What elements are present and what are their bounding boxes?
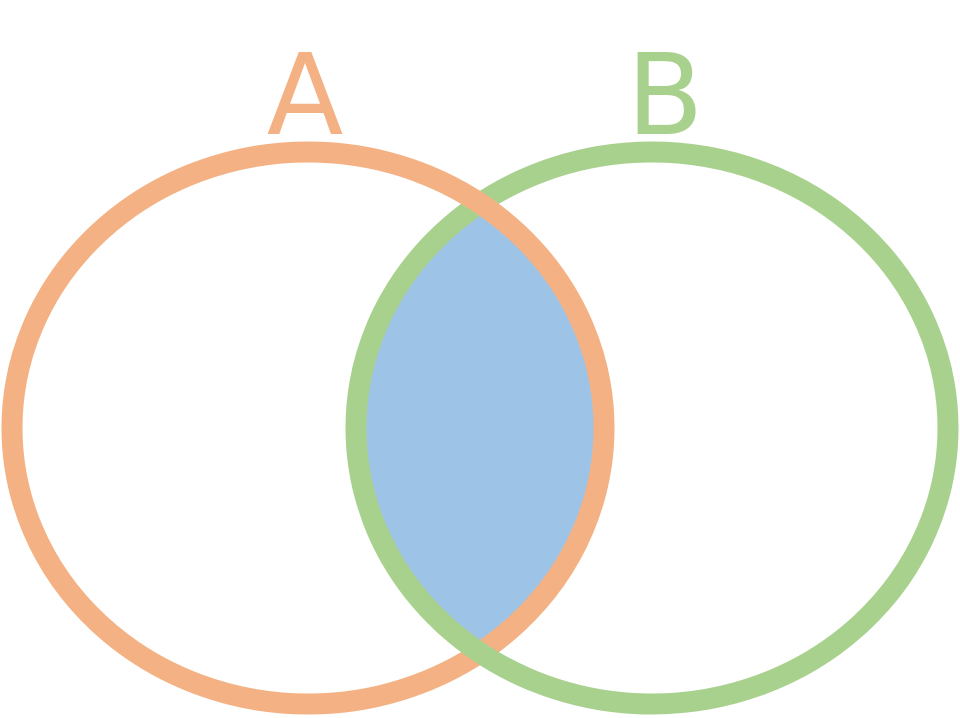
set-b-label: B bbox=[627, 31, 704, 161]
intersection-region bbox=[356, 152, 604, 704]
set-a-circle bbox=[1, 141, 615, 715]
set-b-circle bbox=[345, 141, 959, 715]
set-a-label: A bbox=[267, 31, 344, 161]
